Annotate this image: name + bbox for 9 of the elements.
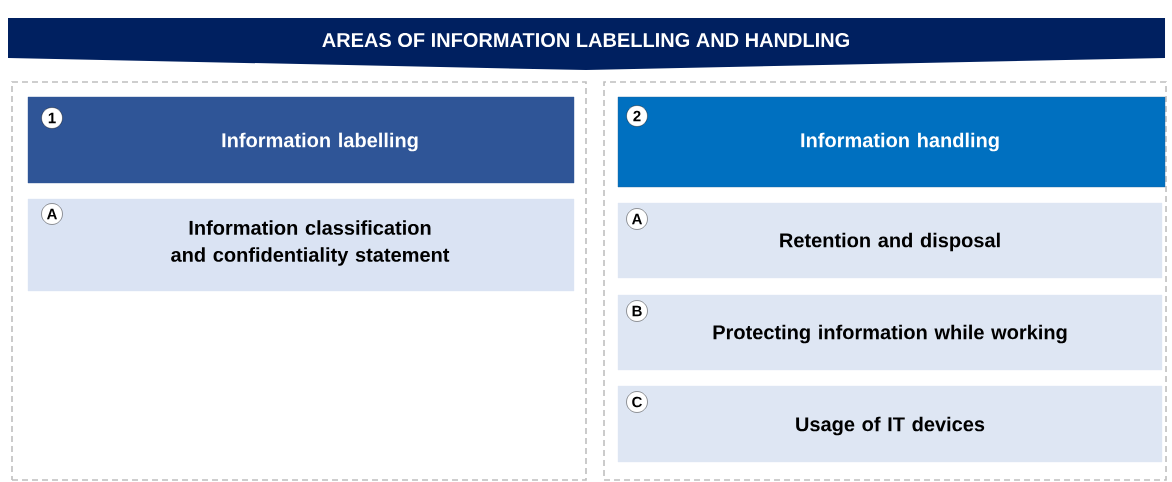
number-badge: 1 <box>41 107 63 129</box>
number-badge: A <box>626 208 648 230</box>
number-badge: B <box>626 300 648 322</box>
dashed-panel <box>603 81 1167 481</box>
number-badge: 2 <box>626 105 648 127</box>
number-badge: C <box>626 391 648 413</box>
title-banner: AREAS OF INFORMATION LABELLING AND HANDLING <box>8 18 1165 70</box>
number-badge: A <box>41 203 63 225</box>
dashed-panel <box>11 81 587 481</box>
